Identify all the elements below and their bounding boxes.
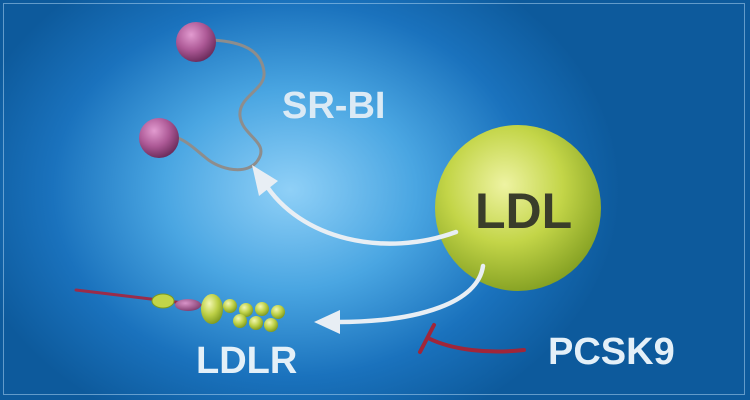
arrow-ldl-to-srbi xyxy=(252,165,459,246)
srbi-receptor xyxy=(139,22,266,172)
srbi-strand xyxy=(176,38,266,172)
ldl-particle xyxy=(435,125,601,291)
srbi-head-bottom xyxy=(139,118,179,158)
ldl-label: LDL xyxy=(475,183,573,239)
pcsk9-label: PCSK9 xyxy=(548,331,675,373)
pcsk9-inhibition xyxy=(418,323,526,354)
arrow-ldl-to-ldlr xyxy=(314,263,486,334)
srbi-head-top xyxy=(176,22,216,62)
srbi-label: SR-BI xyxy=(282,85,386,127)
ldlr-label: LDLR xyxy=(196,340,298,382)
ldlr-receptor xyxy=(74,288,285,332)
